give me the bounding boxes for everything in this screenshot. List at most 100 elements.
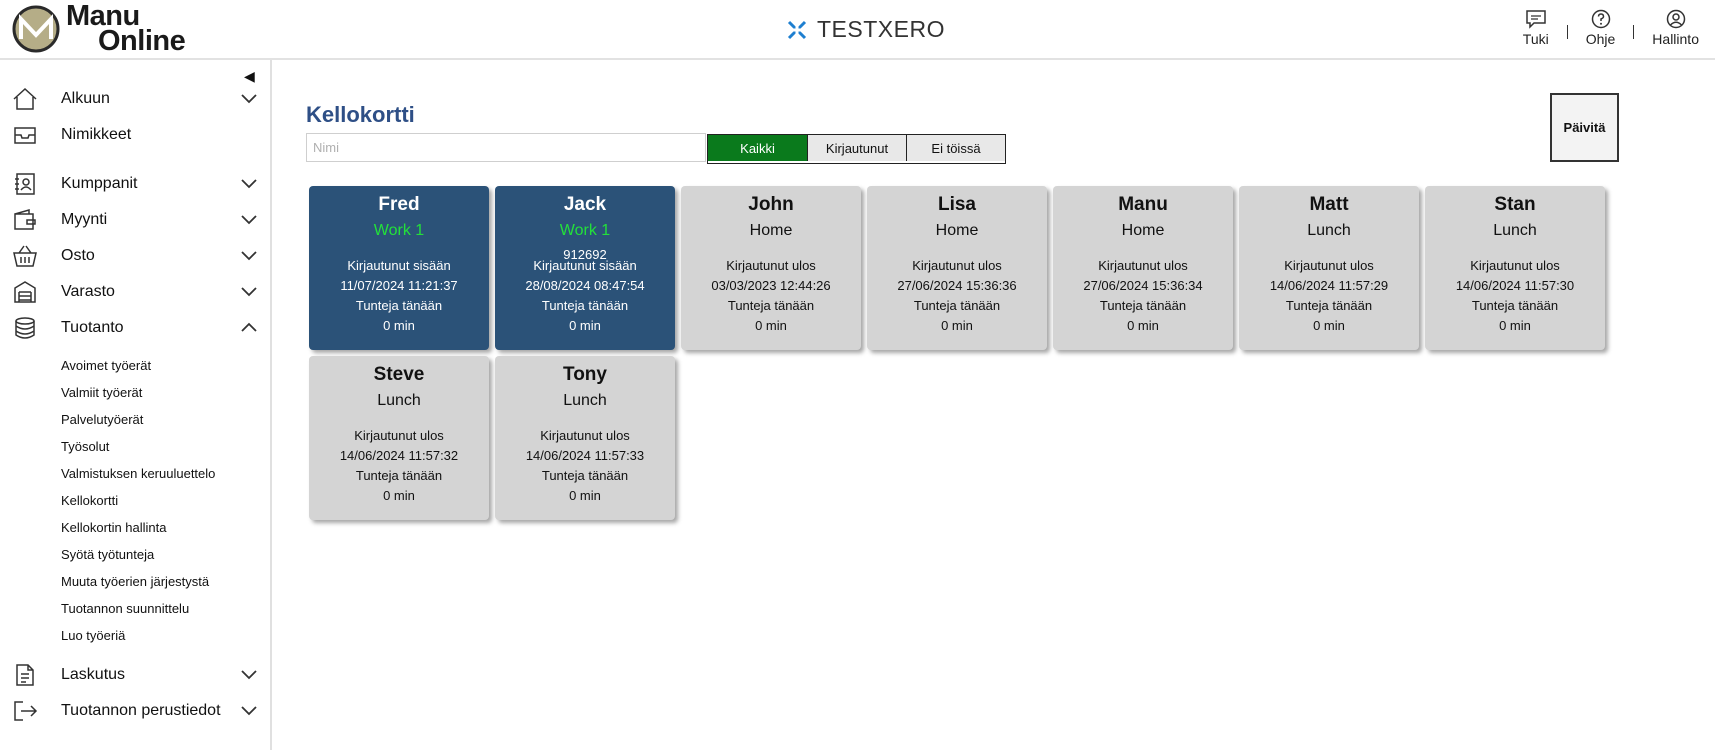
employee-status: Home [749, 222, 793, 239]
employee-status: Home [1121, 222, 1165, 239]
employee-name: Tony [563, 364, 607, 385]
chevron-down-icon[interactable] [240, 668, 258, 680]
employee-status: Work 1 [373, 222, 425, 239]
submenu-syota-tyotunteja[interactable]: Syötä työtunteja [61, 547, 155, 562]
submenu-muuta-jarjestysta[interactable]: Muuta työerien järjestystä [61, 574, 210, 589]
collapse-sidebar-icon[interactable]: ◀ [244, 68, 255, 84]
submenu-avoimet-tyoerat[interactable]: Avoimet työerät [61, 358, 152, 373]
page-title: Kellokortti [306, 102, 415, 127]
sidebar-item-varasto[interactable]: Varasto [0, 277, 270, 307]
submenu-palvelutyoerat[interactable]: Palvelutyöerät [61, 412, 144, 427]
hours-today-label: Tunteja tänään [727, 298, 815, 313]
sidebar-item-tuotannon-perustiedot[interactable]: Tuotannon perustiedot [0, 696, 270, 726]
hours-today-value: 0 min [941, 318, 973, 333]
employee-status: Lunch [1493, 222, 1537, 239]
sidebar-item-label: Alkuun [61, 90, 110, 107]
warehouse-icon [14, 281, 36, 303]
sidebar-item-label: Varasto [61, 283, 115, 300]
admin-button[interactable]: Hallinto [1652, 9, 1699, 47]
hours-today-value: 0 min [569, 318, 601, 333]
hours-today-value: 0 min [1313, 318, 1345, 333]
help-button[interactable]: Ohje [1586, 9, 1615, 47]
document-icon [16, 664, 34, 686]
login-time: 03/03/2023 12:44:26 [711, 278, 831, 293]
help-icon [1591, 9, 1610, 29]
hours-today-label: Tunteja tänään [541, 298, 629, 313]
login-state: Kirjautunut ulos [1284, 258, 1374, 273]
chevron-down-icon[interactable] [240, 249, 258, 261]
submenu-tyosolut[interactable]: Työsolut [61, 439, 110, 454]
home-icon [13, 87, 37, 110]
chevron-down-icon[interactable] [240, 285, 258, 297]
login-time: 14/06/2024 11:57:30 [1455, 278, 1575, 293]
hours-today-value: 0 min [1499, 318, 1531, 333]
sidebar-item-kumppanit[interactable]: Kumppanit [0, 169, 270, 199]
submenu-kellokortin-hallinta[interactable]: Kellokortin hallinta [61, 520, 167, 535]
sidebar-item-tuotanto[interactable]: Tuotanto [0, 313, 270, 343]
login-state: Kirjautunut ulos [726, 258, 816, 273]
login-time: 27/06/2024 15:36:36 [897, 278, 1017, 293]
sidebar-item-myynti[interactable]: Myynti [0, 205, 270, 235]
hours-today-label: Tunteja tänään [913, 298, 1001, 313]
filter-logged-in-button[interactable]: Kirjautunut [807, 135, 906, 161]
submenu-luo-tyoeria[interactable]: Luo työeriä [61, 628, 126, 643]
hours-today-value: 0 min [755, 318, 787, 333]
sidebar-item-alkuun[interactable]: Alkuun [0, 84, 270, 114]
refresh-button[interactable]: Päivitä [1550, 93, 1619, 162]
sidebar-item-nimikkeet[interactable]: Nimikkeet [0, 120, 270, 150]
login-state: Kirjautunut ulos [354, 428, 444, 443]
employee-name: John [748, 194, 794, 215]
top-actions: Tuki Ohje Hallinto [1523, 9, 1699, 47]
chevron-up-icon[interactable] [240, 321, 258, 333]
sidebar-item-label: Tuotanto [61, 319, 124, 336]
hours-today-label: Tunteja tänään [1471, 298, 1559, 313]
hours-today-value: 0 min [569, 488, 601, 503]
hours-today-value: 0 min [383, 488, 415, 503]
login-state: Kirjautunut ulos [1098, 258, 1188, 273]
login-state: Kirjautunut ulos [1470, 258, 1560, 273]
employee-name: Steve [373, 364, 425, 385]
login-time: 14/06/2024 11:57:32 [339, 448, 459, 463]
login-time: 14/06/2024 11:57:29 [1269, 278, 1389, 293]
submenu-tuotannon-suunnittelu[interactable]: Tuotannon suunnittelu [61, 601, 190, 616]
logo-line-2: Online [98, 25, 186, 57]
filter-all-button[interactable]: Kaikki [708, 135, 807, 161]
support-button[interactable]: Tuki [1523, 9, 1549, 47]
login-state: Kirjautunut sisään [347, 258, 451, 273]
name-search-input[interactable] [306, 133, 706, 162]
sidebar-item-label: Nimikkeet [61, 126, 132, 143]
sidebar-item-label: Laskutus [61, 666, 126, 683]
filter-toggle-group: Kaikki Kirjautunut Ei töissä [707, 134, 1006, 164]
sidebar-item-osto[interactable]: Osto [0, 241, 270, 271]
filter-not-working-button[interactable]: Ei töissä [906, 135, 1005, 161]
chevron-down-icon[interactable] [240, 177, 258, 189]
logo-line-1: Manu [66, 0, 140, 32]
chevron-down-icon[interactable] [240, 704, 258, 716]
submenu-keruuluettelo[interactable]: Valmistuksen keruuluettelo [61, 466, 216, 481]
login-time: 27/06/2024 15:36:34 [1083, 278, 1203, 293]
employee-name: Fred [378, 194, 420, 215]
sidebar-item-label: Tuotannon perustiedot [61, 702, 221, 719]
tenant-name: TESTXERO [786, 16, 945, 43]
submenu-kellokortti[interactable]: Kellokortti [61, 493, 119, 508]
hours-today-label: Tunteja tänään [355, 468, 443, 483]
sidebar-item-laskutus[interactable]: Laskutus [0, 660, 270, 690]
hours-today-label: Tunteja tänään [355, 298, 443, 313]
admin-label: Hallinto [1652, 31, 1699, 47]
hours-today-label: Tunteja tänään [1285, 298, 1373, 313]
submenu-valmiit-tyoerat[interactable]: Valmiit työerät [61, 385, 143, 400]
chevron-down-icon[interactable] [240, 213, 258, 225]
tenant-label: TESTXERO [817, 16, 945, 42]
chevron-down-icon[interactable] [240, 92, 258, 104]
employee-status: Lunch [377, 392, 421, 409]
manu-online-logo[interactable]: Manu Online [12, 0, 186, 57]
